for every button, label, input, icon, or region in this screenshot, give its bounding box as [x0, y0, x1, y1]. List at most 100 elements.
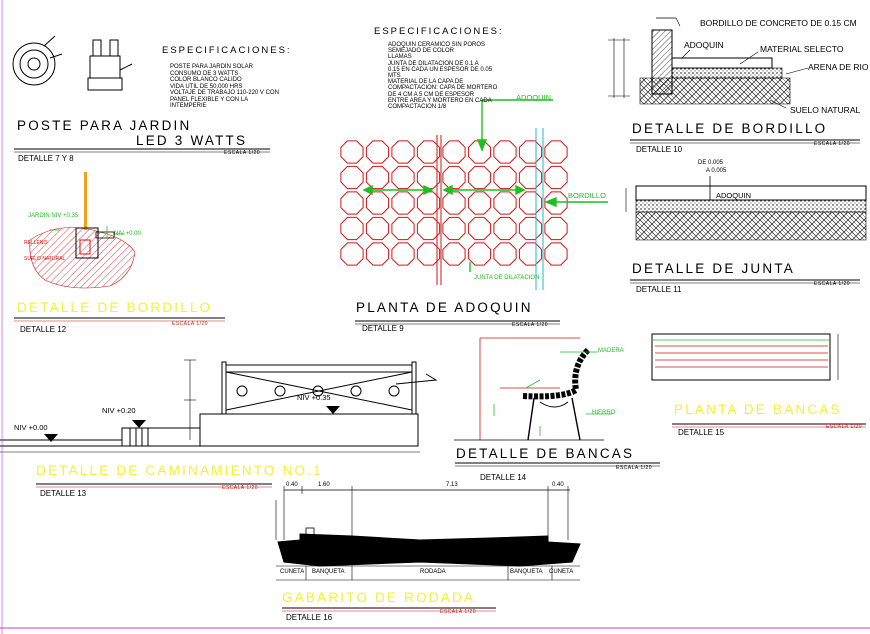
bancas-detail-label: DETALLE 14: [480, 473, 527, 482]
paver-octagon: [365, 191, 390, 215]
adoquin-spec-line: LLAMAS: [388, 54, 412, 61]
paver-octagon: [365, 216, 390, 241]
detalle10-label-bordillo: BORDILLO DE CONCRETO DE 0.15 CM: [700, 18, 857, 28]
detalle11-title-underline: [630, 279, 860, 284]
paver-octagon: [442, 165, 466, 190]
detalle10-detail-label: DETALLE 10: [636, 145, 683, 154]
detalle11-label-adoquin: ADOQUIN: [716, 191, 752, 200]
paver-octagon: [544, 216, 568, 241]
banca-elevation-drawing: [454, 337, 612, 441]
paver-octagon: [340, 242, 364, 266]
paver-octagon: [518, 165, 543, 190]
paver-octagon: [467, 216, 492, 241]
poste-title-line1: POSTE PARA JARDIN: [17, 118, 192, 133]
paver-octagon: [416, 242, 441, 266]
detalle11-section: [625, 176, 867, 241]
railing-ring: [350, 385, 362, 397]
paver-octagon: [416, 140, 441, 164]
poste-detail-label: DETALLE 7 Y 8: [18, 154, 74, 163]
paver-octagon: [391, 242, 415, 266]
detalle11-title: DETALLE DE JUNTA: [632, 261, 795, 276]
paver-octagon: [467, 242, 492, 266]
paver-octagon: [442, 191, 466, 215]
caminamiento-level-markers: [44, 406, 340, 442]
adoquin-detail-label: DETALLE 9: [362, 324, 404, 333]
paver-octagon: [493, 242, 517, 266]
caminamiento-label-niv020: NIV +0.20: [102, 406, 136, 415]
detalle12-detail-label: DETALLE 12: [20, 325, 67, 334]
adoquin-spec-line: MTS: [388, 73, 401, 80]
detalle12-scale-label: ESCALA 1/20: [172, 321, 209, 327]
paver-octagon: [340, 191, 364, 215]
detalle10-label-suelo: SUELO NATURAL: [790, 105, 861, 115]
adoquin-spec-list: ADOQUIN CERAMICO SIN POROS SEMEJADO DE C…: [388, 42, 497, 110]
detalle12-label-jardin: JARDIN NIV +0.35: [28, 213, 79, 219]
banca-label-hierro: HIERRO: [592, 410, 616, 416]
paver-octagon: [416, 216, 441, 241]
adoquin-bordillo-lines: [535, 128, 544, 290]
bancas-title: DETALLE DE BANCAS: [456, 446, 635, 461]
detalle10-label-arena: ARENA DE RIO: [808, 62, 869, 72]
paver-octagon: [340, 216, 364, 241]
paver-octagon: [518, 242, 543, 266]
paver-octagon: [518, 216, 543, 241]
paver-octagon: [340, 165, 364, 190]
planta-bancas-title-underline: [672, 423, 866, 428]
rodada-section-cuneta-2: CUNETA: [549, 569, 574, 575]
detalle11-label-junta: DE 0.005: [698, 160, 724, 166]
poste-spec-line: POSTE PARA JARDIN SOLAR: [170, 64, 253, 70]
paver-octagon: [493, 165, 517, 190]
caminamiento-title: DETALLE DE CAMINAMIENTO NO.1: [36, 463, 323, 478]
poste-scale-label: ESCALA 1/20: [224, 150, 261, 156]
detalle12-label-suelo: SUELO NATURAL: [24, 256, 66, 262]
paver-octagon: [340, 140, 364, 164]
rodada-scale-label: ESCALA 1/20: [440, 609, 477, 615]
poste-spec-list: POSTE PARA JARDIN SOLAR CONSUMO DE 3 WAT…: [170, 64, 279, 110]
adoquin-label-bordillo: BORDILLO: [568, 191, 606, 200]
adoquin-scale-label: ESCALA 1/20: [512, 322, 549, 328]
paver-octagon: [365, 140, 390, 164]
rodada-section-banqueta-2: BANQUETA: [510, 569, 543, 575]
adoquin-spec-line: COMPACTACION 1/8: [388, 104, 447, 111]
rodada-section-banqueta: BANQUETA: [312, 569, 345, 575]
detalle11-scale-label: ESCALA 1/20: [814, 281, 851, 287]
paver-octagon: [544, 191, 568, 215]
paver-octagon: [544, 165, 568, 190]
paver-octagon: [391, 216, 415, 241]
paver-octagon: [442, 242, 466, 266]
detalle12-title: DETALLE DE BORDILLO: [17, 300, 213, 315]
railing-ring: [388, 385, 400, 397]
rodada-detail-label: DETALLE 16: [286, 613, 333, 622]
paver-octagon: [493, 140, 517, 164]
planta-bancas-title: PLANTA DE BANCAS: [674, 402, 842, 417]
paver-octagon: [365, 242, 390, 266]
poste-spec-line: CONSUMO DE 3 WATTS: [170, 70, 239, 77]
poste-title-underline: [14, 148, 270, 153]
paver-octagon: [467, 191, 492, 215]
paver-octagon: [518, 140, 543, 164]
caminamiento-title-underline: [36, 483, 272, 488]
adoquin-spec-line: ADOQUIN CERAMICO SIN POROS: [388, 42, 486, 48]
paver-octagon: [416, 165, 441, 190]
paver-octagon: [544, 242, 568, 266]
poste-title-line2: LED 3 WATTS: [136, 133, 248, 148]
caminamiento-scale-label: ESCALA 1/20: [222, 485, 259, 491]
rodada-title: GABARITO DE RODADA: [282, 590, 476, 605]
paver-octagon: [518, 191, 543, 215]
paver-octagon: [493, 216, 517, 241]
poste-elevation-view: [87, 39, 133, 91]
caminamiento-label-niv035: NIV +0.35: [297, 393, 331, 402]
paver-octagon: [442, 140, 466, 164]
bancas-title-underline: [455, 462, 660, 467]
poste-spec-line: VOLTAJE DE TRABAJO 110-220 V CON: [170, 90, 279, 96]
paver-octagon: [467, 165, 492, 190]
paver-octagon: [544, 140, 568, 164]
paver-octagon: [467, 140, 492, 164]
paver-octagon: [416, 191, 441, 215]
detalle12-title-underline: [14, 317, 225, 322]
detalle12-label-niv: NIV +0.00: [114, 231, 141, 237]
detalle10-label-material: MATERIAL SELECTO: [760, 44, 844, 54]
adoquin-spec-line: SEMEJADO DE COLOR: [388, 48, 455, 55]
